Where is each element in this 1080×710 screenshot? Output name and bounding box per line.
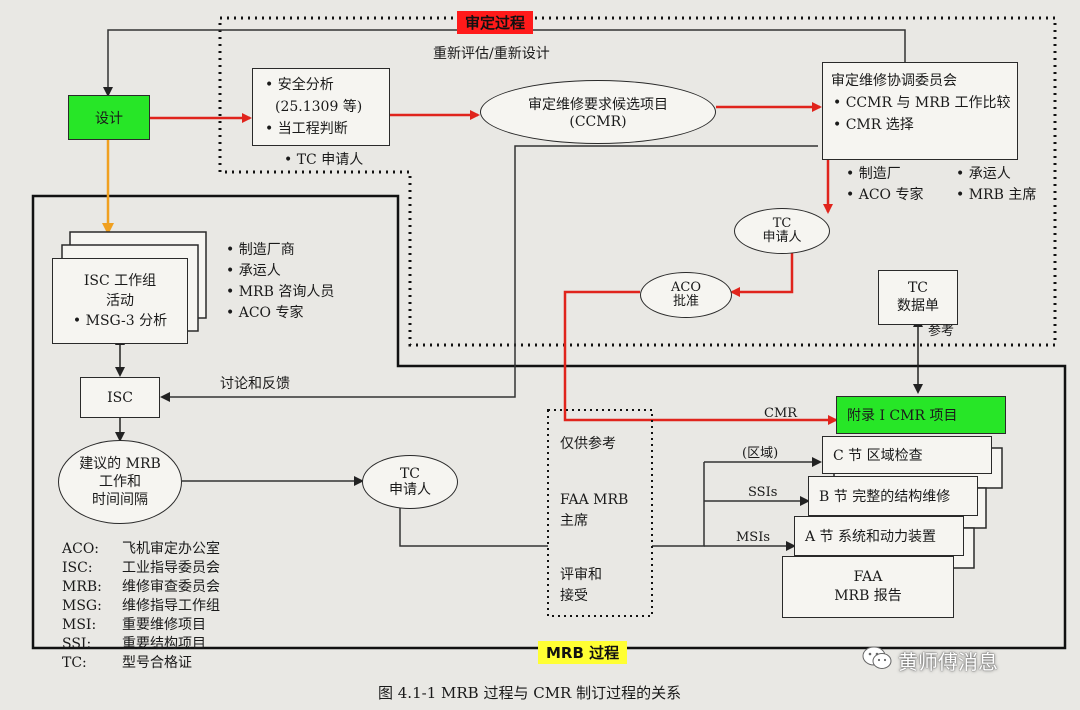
tc-applicant-2-ellipse: TC 申请人 bbox=[734, 208, 830, 254]
distribution-trunk bbox=[652, 462, 705, 547]
committee-member-3: • ACO 专家 bbox=[846, 187, 924, 203]
aco-line-1: ACO bbox=[671, 279, 701, 295]
committee-title: 审定维修协调委员会 bbox=[831, 73, 957, 89]
mrb-process-boundary bbox=[31, 194, 1067, 650]
msis-label: MSIs bbox=[736, 530, 771, 545]
arrow-tc2-aco bbox=[730, 248, 794, 297]
legend-row-ssi: SSI:重要结构项目 bbox=[62, 636, 206, 652]
review-accept-line-2: 接受 bbox=[560, 588, 588, 604]
isc-member-3: • MRB 咨询人员 bbox=[226, 284, 335, 300]
design-box: 设计 bbox=[68, 95, 150, 140]
safety-line-2: (25.1309 等) bbox=[275, 99, 363, 115]
safety-line-1: • 安全分析 bbox=[265, 77, 334, 93]
isc-group-box: ISC 工作组 活动 • MSG-3 分析 bbox=[52, 258, 188, 344]
arrow-aco-appendix bbox=[563, 290, 838, 425]
aco-approval-ellipse: ACO 批准 bbox=[640, 272, 732, 318]
faa-mrb-chair-line-2: 主席 bbox=[560, 513, 588, 529]
proposed-line-2: 工作和 bbox=[99, 473, 141, 490]
discussion-feedback-line bbox=[160, 145, 818, 402]
discussion-label: 讨论和反馈 bbox=[220, 376, 290, 392]
tc3-line-1: TC bbox=[399, 465, 421, 482]
faa-mrb-report-box: FAA MRB 报告 bbox=[782, 556, 954, 618]
section-b-box: B 节 完整的结构维修 bbox=[808, 476, 978, 516]
isc-label: ISC bbox=[107, 389, 133, 406]
section-a-label: A 节 系统和动力装置 bbox=[805, 529, 937, 545]
isc-member-1: • 制造厂商 bbox=[226, 242, 295, 258]
watermark-text: 黄师傅消息 bbox=[898, 650, 998, 674]
committee-member-1: • 制造厂 bbox=[846, 166, 901, 182]
isc-member-4: • ACO 专家 bbox=[226, 305, 304, 321]
tc-datasheet-box: TC 数据单 bbox=[878, 270, 958, 325]
legend-row-mrb: MRB:维修审查委员会 bbox=[62, 579, 220, 595]
zone-label: (区域) bbox=[742, 446, 779, 461]
tc2-line-2: 申请人 bbox=[762, 230, 802, 245]
legend-row-isc: ISC:工业指导委员会 bbox=[62, 560, 220, 576]
tc-applicant-3-ellipse: TC 申请人 bbox=[362, 455, 458, 509]
committee-box: 审定维修协调委员会 • CCMR 与 MRB 工作比较 • CMR 选择 bbox=[822, 62, 1018, 160]
isc-member-2: • 承运人 bbox=[226, 263, 281, 279]
design-label: 设计 bbox=[95, 110, 123, 127]
cmr-label: CMR bbox=[764, 406, 798, 421]
isc-group-line-1: ISC 工作组 bbox=[83, 272, 157, 289]
approval-process-tag: 审定过程 bbox=[457, 11, 534, 34]
appendix-cmr-label: 附录 I CMR 项目 bbox=[847, 408, 958, 424]
legend-row-msg: MSG:维修指导工作组 bbox=[62, 598, 220, 614]
figure-caption: 图 4.1-1 MRB 过程与 CMR 制订过程的关系 bbox=[378, 684, 682, 702]
tc-applicant-1-label: • TC 申请人 bbox=[284, 152, 364, 168]
legend-row-msi: MSI:重要维修项目 bbox=[62, 617, 206, 633]
isc-box: ISC bbox=[80, 377, 160, 418]
section-c-box: C 节 区域检查 bbox=[822, 436, 992, 474]
tc-datasheet-line-2: 数据单 bbox=[897, 297, 939, 314]
committee-member-4: • MRB 主席 bbox=[956, 187, 1037, 203]
proposed-mrb-ellipse: 建议的 MRB 工作和 时间间隔 bbox=[58, 440, 182, 524]
committee-item-1: • CCMR 与 MRB 工作比较 bbox=[833, 95, 1011, 111]
legend-row-aco: ACO:飞机审定办公室 bbox=[62, 541, 220, 557]
appendix-cmr-box: 附录 I CMR 项目 bbox=[836, 396, 1006, 434]
faa-report-line-2: MRB 报告 bbox=[834, 588, 902, 604]
ccmr-line-1: 审定维修要求候选项目 bbox=[528, 97, 668, 113]
mrb-process-tag: MRB 过程 bbox=[538, 641, 628, 664]
section-a-box: A 节 系统和动力装置 bbox=[794, 516, 964, 556]
reference-only-label: 仅供参考 bbox=[560, 436, 616, 452]
reference-column-border bbox=[547, 409, 653, 617]
ccmr-candidate-ellipse: 审定维修要求候选项目 (CCMR) bbox=[480, 80, 716, 144]
committee-item-2: • CMR 选择 bbox=[833, 117, 914, 133]
legend-row-tc: TC:型号合格证 bbox=[62, 655, 192, 671]
tc2-line-1: TC bbox=[772, 215, 792, 231]
redesign-label: 重新评估/重新设计 bbox=[433, 46, 550, 62]
wechat-icon bbox=[862, 646, 892, 675]
section-c-label: C 节 区域检查 bbox=[833, 448, 923, 464]
safety-analysis-box: • 安全分析 (25.1309 等) • 当工程判断 bbox=[252, 68, 390, 146]
section-b-label: B 节 完整的结构维修 bbox=[819, 489, 951, 505]
aco-line-2: 批准 bbox=[672, 294, 699, 309]
faa-report-line-1: FAA bbox=[853, 569, 883, 586]
approval-process-boundary bbox=[218, 16, 1057, 347]
tc3-line-2: 申请人 bbox=[389, 482, 431, 498]
faa-mrb-chair-line-1: FAA MRB bbox=[560, 492, 629, 508]
reference-label: 参考 bbox=[928, 324, 955, 339]
proposed-line-1: 建议的 MRB bbox=[79, 455, 161, 472]
isc-group-line-2: 活动 bbox=[106, 292, 134, 309]
ccmr-line-2: (CCMR) bbox=[569, 114, 627, 130]
arrow-tc3-sections bbox=[399, 508, 548, 547]
safety-line-3: • 当工程判断 bbox=[265, 121, 348, 137]
isc-group-line-3: • MSG-3 分析 bbox=[72, 313, 168, 330]
committee-member-2: • 承运人 bbox=[956, 166, 1011, 182]
tc-datasheet-line-1: TC bbox=[907, 280, 929, 296]
ssis-label: SSIs bbox=[748, 485, 778, 500]
watermark: 黄师傅消息 bbox=[862, 646, 998, 675]
proposed-line-3: 时间间隔 bbox=[92, 492, 148, 509]
review-accept-line-1: 评审和 bbox=[560, 567, 602, 583]
